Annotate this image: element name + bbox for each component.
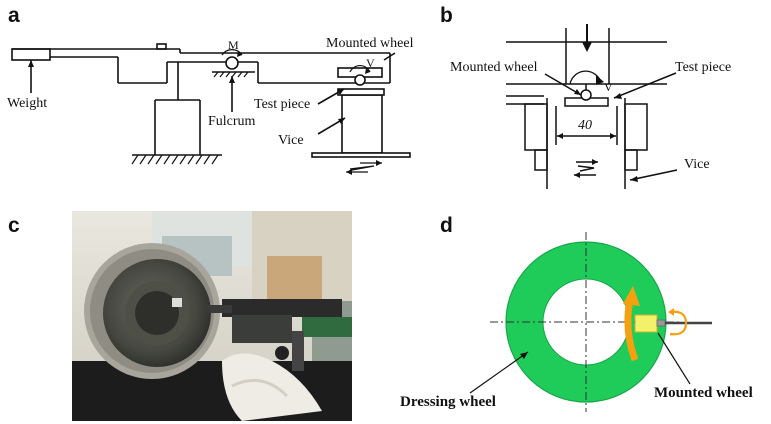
weight-label: Weight <box>7 96 48 111</box>
panel-label-c: c <box>8 214 20 237</box>
experiment-photo <box>72 211 352 421</box>
test-piece-label-b: Test piece <box>675 60 732 75</box>
velocity-label-b: V <box>604 80 613 94</box>
panel-label-d: d <box>440 214 453 237</box>
vice-label-a: Vice <box>278 133 304 148</box>
rotation-arrow-icon <box>624 299 639 362</box>
mounted-wheel-label-b: Mounted wheel <box>450 60 538 75</box>
moment-label: M <box>228 38 239 52</box>
fulcrum-label: Fulcrum <box>208 114 256 129</box>
dressing-wheel-label: Dressing wheel <box>400 394 496 410</box>
vice-label-b: Vice <box>684 157 710 172</box>
mounted-wheel-block <box>634 314 658 333</box>
fulcrum-pivot-icon <box>225 56 239 70</box>
panel-label-b: b <box>440 4 453 27</box>
mounted-wheel-label-d: Mounted wheel <box>654 385 753 401</box>
dimension-label: 40 <box>578 118 592 133</box>
velocity-label-a: V <box>366 56 375 70</box>
panel-label-a: a <box>8 4 20 27</box>
mounted-wheel-icon <box>354 74 366 86</box>
test-piece-label-a: Test piece <box>254 97 311 112</box>
mounted-wheel-label-a: Mounted wheel <box>326 36 414 51</box>
